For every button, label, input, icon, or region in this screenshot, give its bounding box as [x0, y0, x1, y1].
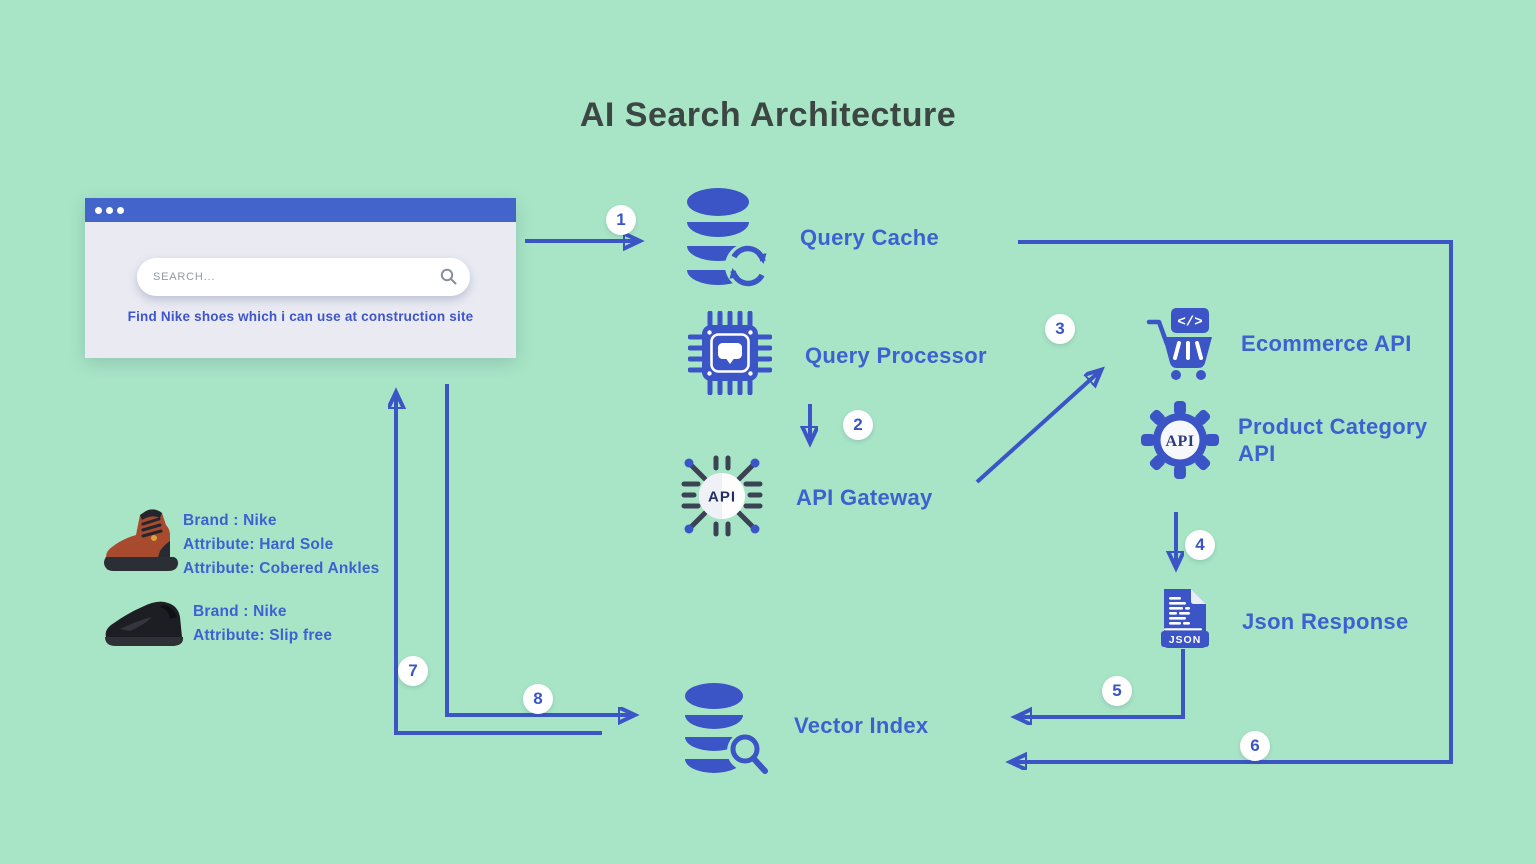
step-badge-8: 8 — [523, 684, 553, 714]
step-badge-2: 2 — [843, 410, 873, 440]
database-sync-icon — [678, 186, 778, 292]
json-banner-icon-text: JSON — [1169, 634, 1202, 646]
arrow-6-cache-loop-to-vector — [1012, 240, 1453, 762]
window-dot-icon — [117, 206, 124, 214]
node-label-vector-index: Vector Index — [794, 713, 929, 738]
step-badge-6: 6 — [1240, 731, 1270, 761]
search-query-text: Find Nike shoes which i can use at const… — [127, 309, 474, 324]
step-badge-7: 7 — [398, 656, 428, 686]
cart-code-icon: </> — [1146, 306, 1216, 380]
arrow-5-json-to-vector — [1017, 649, 1185, 717]
product-attribute-line: Brand : Nike — [183, 512, 277, 529]
gear-api-icon: API — [1140, 400, 1220, 480]
arrow-3-gateway-to-ecommerce — [975, 371, 1100, 484]
arrow-8-browser-to-vector — [445, 384, 633, 715]
node-label-product-category-api: Product Category API — [1238, 414, 1428, 466]
arrow-7-vector-to-browser — [396, 394, 602, 735]
window-dot-icon — [95, 206, 102, 214]
node-label-api-gateway: API Gateway — [796, 485, 933, 510]
product-attribute-line: Attribute: Cobered Ankles — [183, 560, 380, 577]
page-title: AI Search Architecture — [579, 96, 957, 134]
black-sneaker-image — [100, 593, 190, 653]
cart-code-icon-text: </> — [1177, 315, 1202, 331]
browser-titlebar — [85, 198, 516, 222]
product-attribute-line: Attribute: Slip free — [193, 627, 333, 644]
step-badge-5: 5 — [1102, 676, 1132, 706]
search-input[interactable] — [137, 258, 470, 296]
step-badge-1: 1 — [606, 205, 636, 235]
product-1-attributes: Brand : Nike Attribute: Hard Sole Attrib… — [183, 509, 379, 581]
chip-chat-icon — [687, 310, 773, 396]
node-label-query-cache: Query Cache — [800, 225, 940, 250]
node-label-ecommerce-api: Ecommerce API — [1241, 331, 1412, 356]
search-icon[interactable] — [440, 268, 457, 285]
window-dot-icon — [106, 206, 113, 214]
step-badge-4: 4 — [1185, 530, 1215, 560]
search-bar[interactable] — [137, 258, 470, 296]
database-search-icon — [676, 682, 780, 778]
product-attribute-line: Attribute: Hard Sole — [183, 536, 334, 553]
product-attribute-line: Brand : Nike — [193, 603, 287, 620]
api-circuit-icon: API — [678, 454, 766, 540]
product-2-attributes: Brand : Nike Attribute: Slip free — [193, 600, 332, 648]
browser-window: Find Nike shoes which i can use at const… — [85, 198, 516, 358]
brown-boot-image — [100, 505, 184, 575]
node-label-json-response: Json Response — [1242, 609, 1409, 634]
api-gateway-icon-text: API — [708, 489, 736, 506]
product-category-icon-text: API — [1165, 433, 1194, 450]
step-badge-3: 3 — [1045, 314, 1075, 344]
node-label-query-processor: Query Processor — [805, 343, 987, 368]
json-file-icon: JSON — [1157, 586, 1213, 656]
